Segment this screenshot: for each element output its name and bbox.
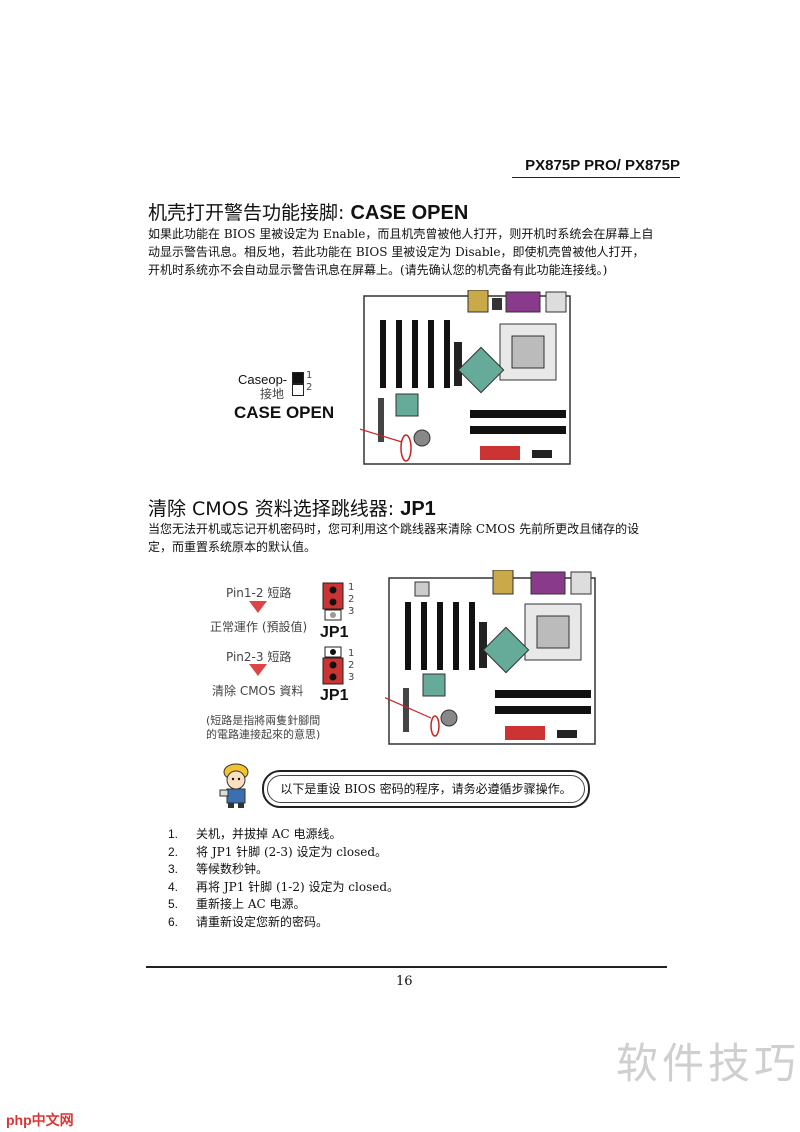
worker-mascot-icon (219, 763, 249, 808)
pin-number: 1 (306, 370, 313, 381)
pin-number: 1 (348, 648, 355, 659)
step-text: 将 JP1 针脚 (2-3) 设定为 closed。 (196, 844, 388, 859)
section-title-en: CASE OPEN (350, 202, 469, 224)
page-number: 16 (396, 974, 413, 989)
step-text: 请重新设定您新的密码。 (196, 914, 329, 929)
step-number: 1. (168, 827, 179, 841)
paragraph-line: 定，而重置系统原本的默认值。 (148, 540, 317, 554)
jumper2-pin-numbers: 1 2 3 (348, 648, 354, 684)
case-open-paragraph: 如果此功能在 BIOS 里被设定为 Enable，而且机壳曾被他人打开，则开机时… (148, 225, 683, 279)
step-text: 重新接上 AC 电源。 (196, 897, 306, 911)
step-number: 6. (168, 914, 179, 929)
pin-number: 2 (348, 594, 355, 605)
section-title-en: JP1 (400, 498, 436, 520)
section-title-zh: 清除 CMOS 资料选择跳线器: (148, 498, 401, 520)
pin-number: 2 (348, 660, 355, 671)
paragraph-line: 动显示警告讯息。相反地，若此功能在 BIOS 里被设定为 Disable，即使机… (148, 245, 645, 259)
step-text: 关机，并拔掉 AC 电源线。 (196, 827, 342, 841)
down-arrow-icon (249, 601, 267, 613)
list-item: 2. 将 JP1 针脚 (2-3) 设定为 closed。 (168, 844, 399, 862)
warning-text: 以下是重设 BIOS 密码的程序，请务必遵循步骤操作。 (280, 782, 572, 796)
jp1-label: JP1 (320, 687, 349, 704)
case-open-figure-label: CASE OPEN (234, 403, 335, 422)
step-number: 2. (168, 844, 179, 859)
motherboard-diagram-jp1 (385, 570, 600, 748)
header-underline (512, 177, 680, 178)
step-number: 4. (168, 879, 179, 894)
footer-rule (146, 966, 667, 968)
state2-label: Pin2-3 短路 (226, 650, 292, 664)
caseop-pin-label: Caseop- (238, 372, 288, 387)
site-logo-watermark: php中文网 (6, 1112, 74, 1128)
warning-callout: 以下是重设 BIOS 密码的程序，请务必遵循步骤操作。 (262, 770, 590, 808)
list-item: 6. 请重新设定您新的密码。 (168, 914, 399, 932)
state1-label: Pin1-2 短路 (226, 586, 292, 600)
section-title-clear-cmos: 清除 CMOS 资料选择跳线器: JP1 (148, 494, 436, 521)
list-item: 4. 再将 JP1 针脚 (1-2) 设定为 closed。 (168, 879, 399, 897)
caseop-pin-1-icon (292, 372, 304, 384)
caseop-pin-2-icon (292, 384, 304, 396)
note-line: (短路是指將兩隻針腳間 (206, 714, 321, 727)
step-text: 等候数秒钟。 (196, 862, 269, 876)
clear-cmos-paragraph: 当您无法开机或忘记开机密码时，您可利用这个跳线器来清除 CMOS 先前所更改且储… (148, 520, 683, 556)
list-item: 1. 关机，并拔掉 AC 电源线。 (168, 826, 399, 844)
step-number: 3. (168, 862, 179, 876)
section-title-case-open: 机壳打开警告功能接脚: CASE OPEN (148, 198, 468, 225)
model-header: PX875P PRO/ PX875P (525, 157, 680, 174)
section-title-zh: 机壳打开警告功能接脚: (148, 202, 351, 224)
short-circuit-note: (短路是指將兩隻針腳間 的電路連接起來的意思) (206, 714, 320, 742)
jumper-pins-2-3-icon (322, 646, 344, 685)
paragraph-line: 当您无法开机或忘记开机密码时，您可利用这个跳线器来清除 CMOS 先前所更改且储… (148, 522, 640, 536)
ground-pin-label: 接地 (260, 387, 285, 401)
corner-watermark: 软件技巧 (615, 1039, 800, 1088)
note-line: 的電路連接起來的意思) (206, 728, 321, 741)
list-item: 5. 重新接上 AC 电源。 (168, 896, 399, 914)
jp1-label: JP1 (320, 624, 349, 641)
reset-steps-list: 1. 关机，并拔掉 AC 电源线。 2. 将 JP1 针脚 (2-3) 设定为 cl… (168, 826, 399, 931)
state2-desc: 清除 CMOS 資料 (212, 684, 304, 698)
motherboard-diagram-case-open (360, 290, 575, 468)
step-number: 5. (168, 897, 179, 911)
step-text: 再将 JP1 针脚 (1-2) 设定为 closed。 (196, 879, 400, 894)
paragraph-line: 如果此功能在 BIOS 里被设定为 Enable，而且机壳曾被他人打开，则开机时… (148, 227, 654, 241)
pin-number: 2 (306, 382, 313, 393)
state1-desc: 正常運作 (預設值) (210, 620, 308, 634)
down-arrow-icon (249, 664, 267, 676)
jumper-pins-1-2-icon (322, 582, 344, 621)
paragraph-line: 开机时系统亦不会自动显示警告讯息在屏幕上。(请先确认您的机壳备有此功能连接线。) (148, 263, 608, 277)
list-item: 3. 等候数秒钟。 (168, 861, 399, 879)
pin-number: 3 (348, 672, 355, 683)
pin-number: 1 (348, 582, 355, 593)
pin-number: 3 (348, 606, 355, 617)
jumper1-pin-numbers: 1 2 3 (348, 582, 354, 618)
